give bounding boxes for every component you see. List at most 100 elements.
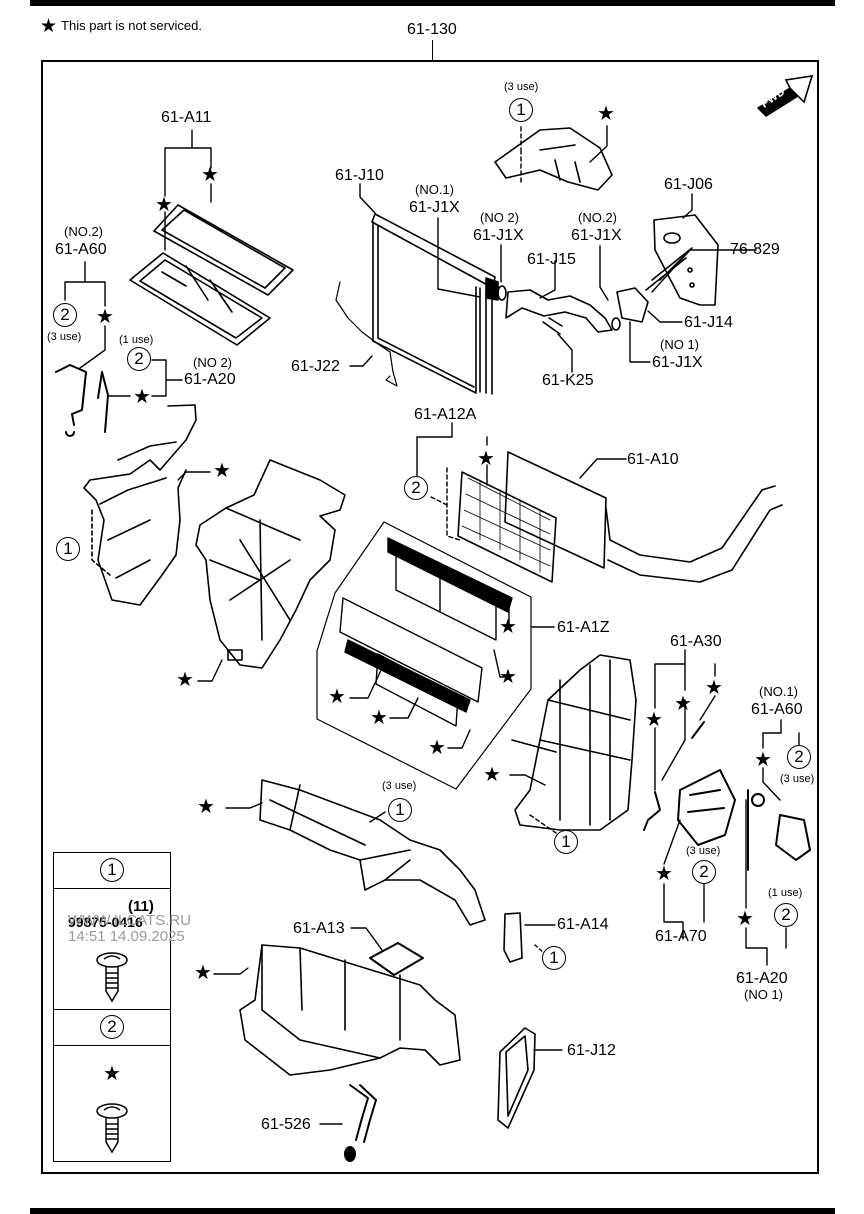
callout-61-A11[interactable]: 61-A11	[161, 109, 212, 126]
callout-61-A20-no1[interactable]: 61-A20	[736, 970, 788, 987]
not-serviced-star-icon: ★	[499, 616, 517, 638]
not-serviced-star-icon: ★	[370, 707, 388, 729]
ref-circle-2: 2	[692, 860, 716, 884]
not-serviced-star-icon: ★	[133, 386, 151, 408]
not-serviced-star-icon: ★	[103, 1063, 121, 1085]
table-header-1: 1	[54, 853, 170, 889]
evaporator-part	[371, 213, 499, 395]
use-count: (3 use)	[504, 81, 539, 93]
callout-76-829[interactable]: 76-829	[730, 241, 780, 258]
callout-61-A30[interactable]: 61-A30	[670, 633, 722, 650]
actuator-part-left	[55, 364, 109, 437]
pad-part	[369, 942, 424, 976]
callout-61-J12[interactable]: 61-J12	[567, 1042, 616, 1059]
not-serviced-star-icon: ★	[176, 669, 194, 691]
callout-61-A60-no2[interactable]: 61-A60	[55, 241, 107, 258]
assembly-label[interactable]: 61-130	[407, 21, 457, 38]
qualifier-no1: (NO.1)	[759, 684, 798, 699]
qualifier-no2: (NO 2)	[193, 355, 232, 370]
duct-part	[494, 127, 613, 191]
watermark-line-2: 14:51 14.09.2025	[68, 928, 185, 945]
ref-circle-2: 2	[127, 347, 151, 371]
case-left-part	[83, 404, 197, 606]
fastener-qty: (11)	[128, 898, 154, 915]
star-icon: ★	[40, 16, 58, 37]
qualifier-no1: (NO 1)	[660, 337, 699, 352]
ref-circle-1: 1	[554, 830, 578, 854]
callout-61-J1X-no2[interactable]: 61-J1X	[571, 227, 622, 244]
use-count: (3 use)	[382, 780, 417, 792]
filter-part	[129, 204, 294, 346]
fastener-part-number[interactable]: 99875-0416	[68, 914, 143, 930]
not-serviced-star-icon: ★	[477, 448, 495, 470]
use-count: (1 use)	[768, 887, 803, 899]
expansion-valve-part	[616, 247, 693, 323]
callout-61-J1X-no1[interactable]: 61-J1X	[652, 354, 703, 371]
sensor-wire-part	[335, 281, 398, 387]
use-count: (3 use)	[47, 331, 82, 343]
table-header-2: 2	[54, 1010, 170, 1046]
case-right-part	[511, 654, 637, 831]
callout-61-J1X-no2[interactable]: 61-J1X	[473, 227, 524, 244]
qualifier-no2: (NO.2)	[578, 210, 617, 225]
use-count: (3 use)	[780, 773, 815, 785]
not-serviced-star-icon: ★	[655, 863, 673, 885]
callout-61-A70[interactable]: 61-A70	[655, 928, 707, 945]
top-rule	[30, 0, 835, 6]
qualifier-no1: (NO.1)	[415, 182, 454, 197]
clip-part	[542, 317, 563, 335]
not-serviced-star-icon: ★	[213, 460, 231, 482]
callout-61-526[interactable]: 61-526	[261, 1116, 311, 1133]
seal-part	[497, 1027, 536, 1129]
callout-61-J1X-no1[interactable]: 61-J1X	[409, 199, 460, 216]
heater-core-part	[457, 451, 783, 583]
bottom-rule	[30, 1208, 835, 1214]
fastener-table: 1 (11) 99875-0416 2 ★	[53, 852, 171, 1162]
callout-61-A60-no1[interactable]: 61-A60	[751, 701, 803, 718]
not-serviced-star-icon: ★	[201, 164, 219, 186]
callout-61-A12A[interactable]: 61-A12A	[414, 406, 477, 423]
legend: ★This part is not serviced.	[40, 17, 202, 36]
actuator-parts-right	[643, 721, 811, 871]
screw-icon	[96, 1103, 128, 1154]
callout-61-J10[interactable]: 61-J10	[335, 167, 384, 184]
callout-61-A10[interactable]: 61-A10	[627, 451, 679, 468]
leader-lines	[64, 125, 800, 1125]
callout-61-J14[interactable]: 61-J14	[684, 314, 733, 331]
callout-61-J15[interactable]: 61-J15	[527, 251, 576, 268]
callout-61-A13[interactable]: 61-A13	[293, 920, 345, 937]
plate-part	[653, 214, 719, 306]
ref-circle-1: 1	[542, 946, 566, 970]
ref-circle-1: 1	[56, 537, 80, 561]
screw-icon	[96, 952, 128, 1003]
door-part	[339, 537, 513, 727]
hose-part	[344, 1084, 377, 1162]
not-serviced-star-icon: ★	[754, 749, 772, 771]
fwd-arrow-icon	[756, 75, 814, 117]
not-serviced-star-icon: ★	[674, 693, 692, 715]
callout-61-J22[interactable]: 61-J22	[291, 358, 340, 375]
not-serviced-star-icon: ★	[705, 677, 723, 699]
callout-61-A14[interactable]: 61-A14	[557, 916, 609, 933]
ref-circle-1: 1	[388, 798, 412, 822]
use-count: (1 use)	[119, 334, 154, 346]
not-serviced-star-icon: ★	[736, 908, 754, 930]
callout-61-A20-no2[interactable]: 61-A20	[184, 371, 236, 388]
table-row-2[interactable]: ★	[54, 1046, 170, 1161]
not-serviced-star-icon: ★	[197, 796, 215, 818]
callout-61-K25[interactable]: 61-K25	[542, 372, 594, 389]
qualifier-no1: (NO 1)	[744, 987, 783, 1002]
qualifier-no2: (NO.2)	[64, 224, 103, 239]
ref-circle-1: 1	[100, 858, 124, 882]
ref-circle-2: 2	[787, 745, 811, 769]
pipe-part	[497, 285, 621, 333]
legend-text: This part is not serviced.	[61, 18, 202, 33]
use-count: (3 use)	[686, 845, 721, 857]
callout-61-J06[interactable]: 61-J06	[664, 176, 713, 193]
case-lower-upper-part	[259, 779, 486, 926]
callout-61-A1Z[interactable]: 61-A1Z	[557, 619, 610, 636]
not-serviced-star-icon: ★	[96, 306, 114, 328]
table-row-1[interactable]: (11) 99875-0416	[54, 889, 170, 1010]
case-lower-part	[239, 944, 461, 1076]
